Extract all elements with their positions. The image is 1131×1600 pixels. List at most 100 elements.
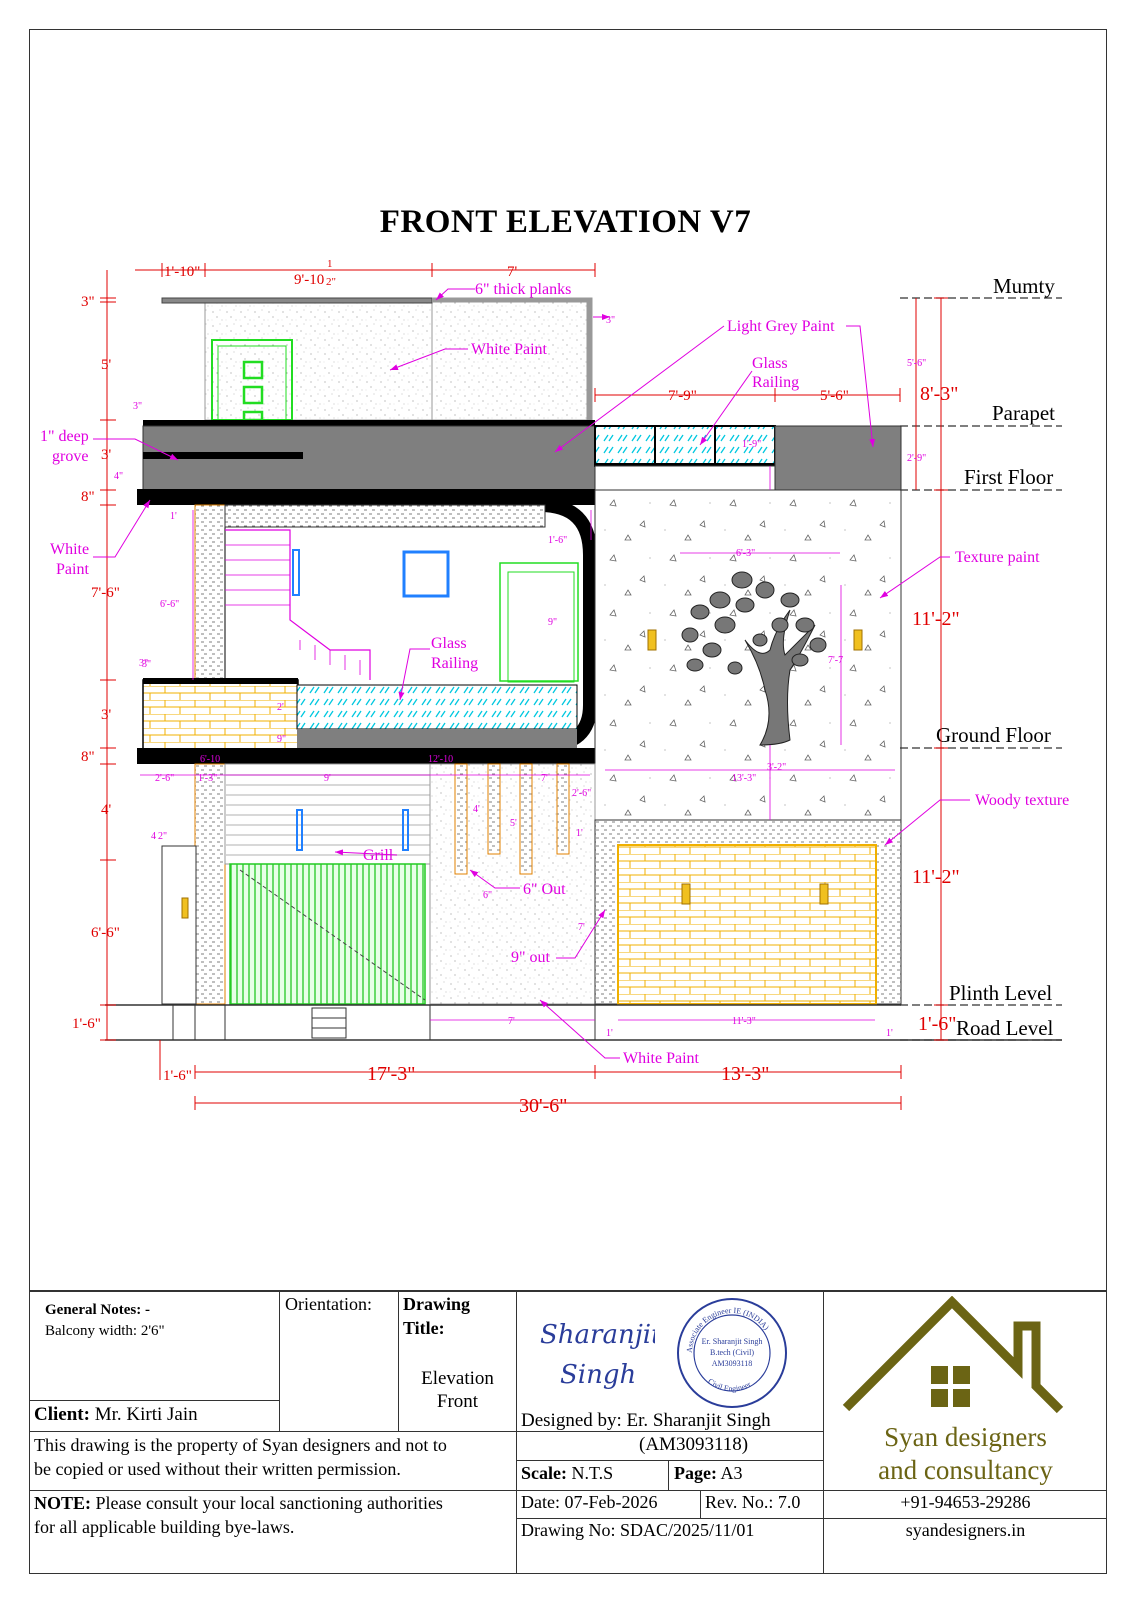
dim-bottom-c: 13'-3": [721, 1063, 769, 1085]
level-mumty: Mumty: [993, 274, 1055, 298]
general-notes-label: General Notes: -: [45, 1302, 150, 1318]
label-deep-grove: 1" deep: [40, 428, 89, 445]
small-dim: 9": [277, 734, 286, 745]
stamp-top-text: Associate Engineer IE (INDIA): [685, 1306, 771, 1353]
dim-right-d1: 8'-3": [920, 383, 958, 405]
texture-wall: [594, 489, 902, 821]
company-name-2: and consultancy: [878, 1455, 1053, 1485]
mumty-planks: [432, 297, 593, 420]
small-dim: 1': [886, 1028, 893, 1039]
mumty-wall: [204, 301, 433, 421]
label-glass-railing-mid-2: Railing: [431, 655, 478, 672]
small-dim: 5'-6": [907, 358, 926, 369]
small-dim: 1': [170, 511, 177, 522]
small-dim: 3": [606, 315, 615, 326]
small-dim: 1': [576, 828, 583, 839]
scale-value: N.T.S: [571, 1463, 614, 1483]
level-parapet: Parapet: [992, 401, 1055, 425]
page-label: Page:: [674, 1463, 717, 1483]
note-row: NOTE: Please consult your local sanction…: [34, 1493, 443, 1514]
dim-right-d4: 1'-6": [918, 1013, 956, 1035]
page-row: Page: A3: [674, 1463, 743, 1484]
label-grill: Grill: [363, 847, 394, 864]
small-dim: 6": [483, 890, 492, 901]
small-dim: 1': [606, 1028, 613, 1039]
svg-text:Civil Engineer: Civil Engineer: [706, 1377, 753, 1394]
scale-label: Scale:: [521, 1463, 567, 1483]
designer-id: (AM3093118): [639, 1434, 749, 1455]
company-website[interactable]: syandesigners.in: [905, 1520, 1026, 1540]
stamp-bottom-text: Civil Engineer: [706, 1377, 753, 1394]
small-dim: 2": [158, 831, 167, 842]
dim-left-h: 4': [101, 802, 112, 818]
elevation-drawing: Mumty Parapet First Floor Ground Floor P…: [40, 258, 1069, 1117]
page-value: A3: [720, 1463, 743, 1483]
dim-left-g: 8": [81, 749, 95, 765]
dim-top-b-frac: 1: [327, 258, 333, 270]
small-dim: 1'-6": [548, 535, 567, 546]
label-white-paint-bottom: White Paint: [623, 1050, 700, 1067]
stamp-id: AM3093118: [712, 1359, 753, 1368]
label-six-out: 6" Out: [523, 881, 566, 898]
note-label: NOTE:: [34, 1493, 92, 1513]
svg-text:Associate Engineer IE (INDIA): Associate Engineer IE (INDIA): [685, 1306, 771, 1353]
level-plinth: Plinth Level: [949, 981, 1052, 1005]
note-text-2: for all applicable building bye-laws.: [34, 1517, 295, 1537]
dim-bottom-a: 1'-6": [163, 1068, 192, 1084]
dim-right-d2: 11'-2": [912, 608, 960, 630]
dim-left-c: 3': [101, 447, 112, 463]
label-woody-texture: Woody texture: [975, 792, 1069, 809]
property-line-1: This drawing is the property of Syan des…: [34, 1435, 447, 1455]
parapet-wall: [774, 425, 902, 491]
small-dim: 2': [277, 702, 284, 713]
note-text-1: Please consult your local sanctioning au…: [95, 1493, 443, 1513]
dim-top-b-den: 2": [326, 276, 336, 288]
dim-left-j: 1'-6": [72, 1016, 101, 1032]
drawing-title-value-2: Front: [436, 1391, 479, 1412]
drawing-title-value: Elevation: [421, 1368, 494, 1389]
property-line-2: be copied or used without their written …: [34, 1459, 401, 1479]
date: Date: 07-Feb-2026: [521, 1492, 658, 1512]
label-nine-out: 9" out: [511, 949, 551, 966]
small-dim: 4': [473, 804, 480, 815]
dim-left-f: 3': [101, 707, 112, 723]
dim-right-d3: 11'-2": [912, 866, 960, 888]
designed-by: Designed by: Er. Sharanjit Singh: [521, 1410, 771, 1431]
small-dim: 1'-9": [742, 439, 761, 450]
small-dim: 7': [541, 773, 548, 784]
window: [402, 550, 450, 598]
label-glass-railing-mid: Glass: [431, 635, 467, 652]
dim-top-a: 1'-10": [164, 264, 200, 280]
small-dim: 2'-6": [155, 773, 174, 784]
small-dim: 1'-3": [198, 773, 217, 784]
drawing-number: Drawing No: SDAC/2025/11/01: [521, 1520, 755, 1540]
label-planks: 6" thick planks: [475, 281, 571, 298]
small-dim: 3": [139, 658, 148, 669]
dim-left-b: 5': [101, 357, 112, 373]
level-road: Road Level: [956, 1016, 1054, 1040]
deep-grove: [143, 452, 303, 459]
client-row: Client: Mr. Kirti Jain: [34, 1404, 198, 1426]
small-dim: 9": [548, 617, 557, 628]
glass-railing-top: [594, 425, 776, 467]
small-dim: 4": [114, 471, 123, 482]
small-dim: 3": [133, 401, 142, 412]
small-dim: 5': [510, 818, 517, 829]
small-dim: 3": [142, 659, 151, 670]
woody-column: [194, 763, 226, 1005]
dim-left-d: 8": [81, 489, 95, 505]
label-white-paint-left-2: Paint: [56, 561, 89, 578]
first-floor-door: [499, 562, 579, 682]
dim-left-a: 3": [81, 294, 95, 310]
small-dim: 7': [508, 1016, 515, 1027]
small-dim: 2'-9": [907, 453, 926, 464]
small-dim: 6'-6": [160, 599, 179, 610]
dim-bottom-d: 30'-6": [519, 1095, 567, 1117]
label-light-grey-paint: Light Grey Paint: [727, 318, 835, 335]
stamp-degree: B.tech (Civil): [710, 1348, 754, 1357]
label-texture-paint: Texture paint: [955, 549, 1040, 566]
signature-line-1: Sharanjit: [540, 1320, 655, 1350]
tree-art: [681, 571, 827, 746]
company-logo: [842, 1296, 1064, 1414]
revision: Rev. No.: 7.0: [705, 1492, 801, 1512]
